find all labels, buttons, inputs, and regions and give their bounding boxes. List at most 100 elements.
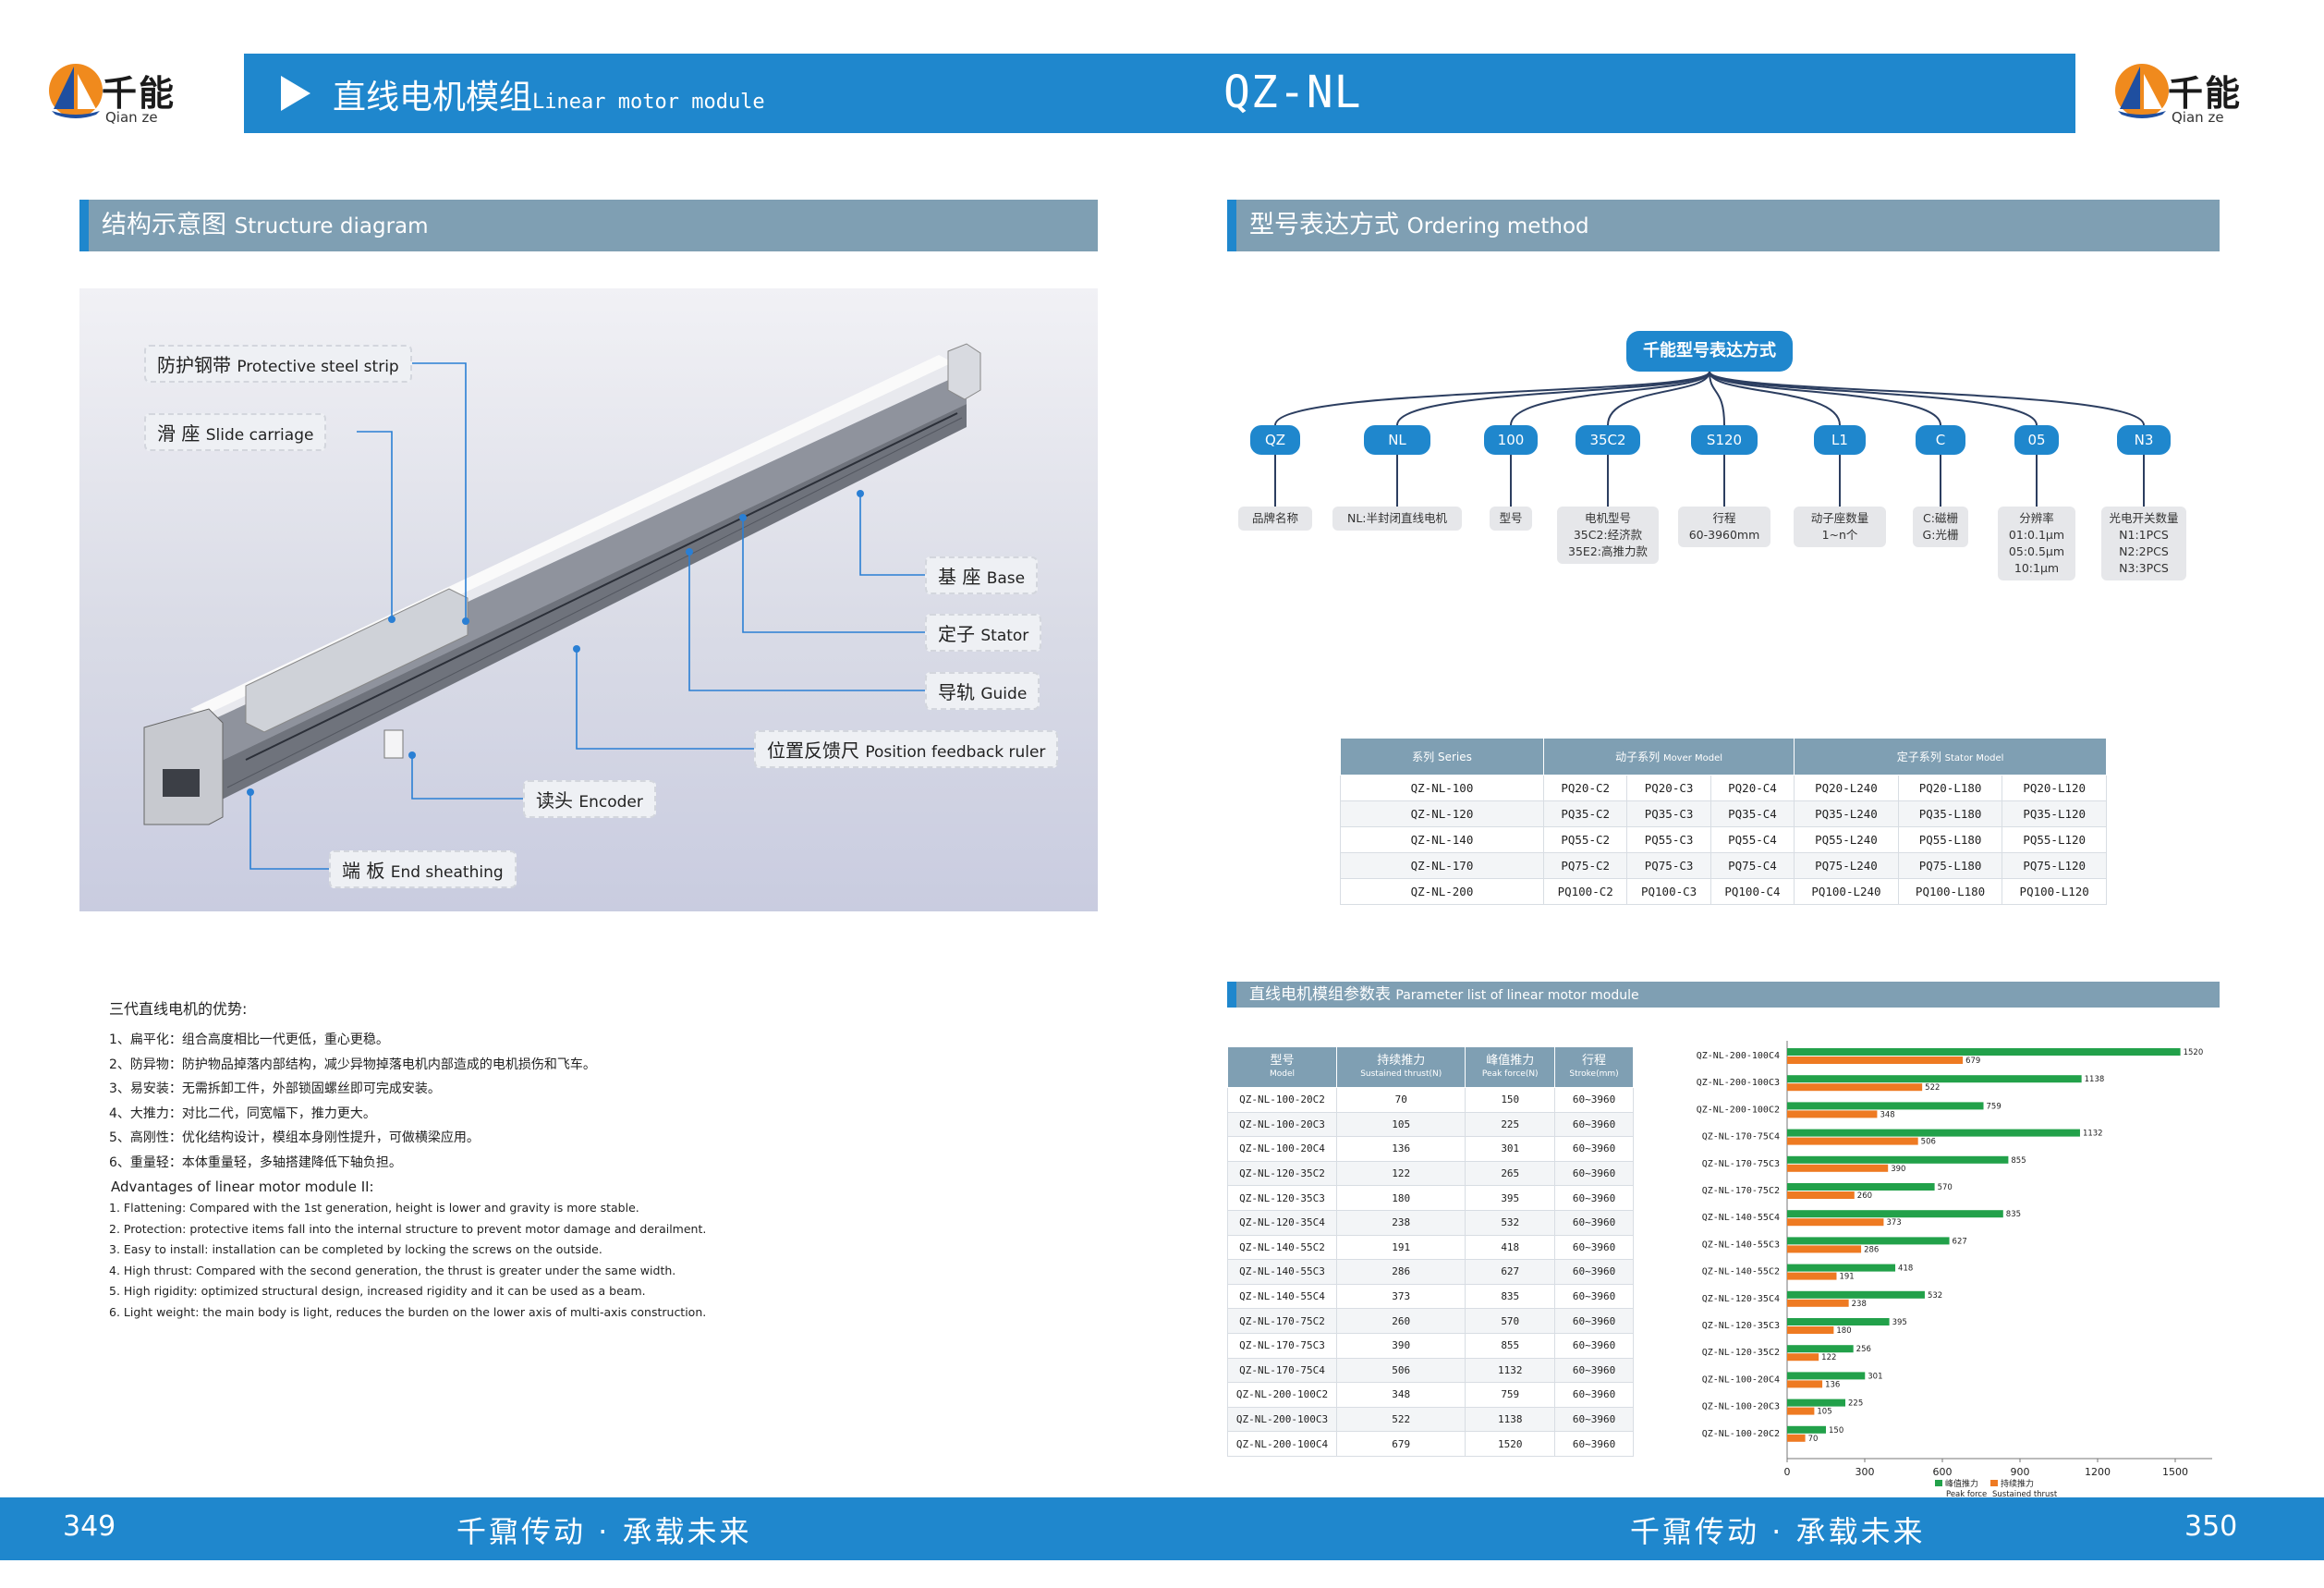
model-cell: PQ55-L180 [1897,826,2003,853]
advantage-item-en: 4. High thrust: Compared with the second… [109,1263,676,1277]
sustained-thrust-bar [1787,1245,1862,1253]
model-cell: PQ55-C2 [1542,826,1628,853]
peak-force-cell: 1520 [1465,1431,1556,1457]
description-line: N2:2PCS [2119,544,2169,558]
model-cell: QZ-NL-140-55C4 [1227,1283,1337,1310]
category-label: QZ-NL-120-35C4 [1702,1294,1780,1304]
ordering-root: 千能型号表达方式 [1626,331,1793,372]
description-line: 1~n个 [1821,528,1858,542]
category-label: QZ-NL-120-35C3 [1702,1321,1780,1331]
ordering-code-pill: S120 [1691,425,1758,455]
model-cell: QZ-NL-120-35C4 [1227,1209,1337,1236]
model-cell: PQ20-C2 [1542,775,1628,801]
callout-guide: 导轨 Guide [925,672,1040,710]
model-cell: PQ35-L180 [1897,800,2003,827]
sustained-thrust-cell: 122 [1335,1160,1466,1187]
peak-force-bar [1787,1264,1896,1272]
peak-force-cell: 301 [1465,1136,1556,1162]
section-marker [1227,982,1236,1008]
title-en: Linear motor module [532,91,765,114]
model-code: QZ-NL [1223,67,1362,118]
description-line: 分辨率 [2019,511,2054,525]
bar-value-label: 180 [1836,1326,1851,1336]
model-cell: QZ-NL-170-75C4 [1227,1357,1337,1384]
linear-module-illustration [143,343,981,870]
category-label: QZ-NL-200-100C3 [1697,1078,1780,1088]
description-line: 01:0.1μm [2008,528,2065,542]
advantage-item-cn: 5、高刚性：优化结构设计，模组本身刚性提升，可做横梁应用。 [109,1130,480,1145]
bar-value-label: 150 [1829,1426,1843,1435]
model-cell: PQ55-C3 [1626,826,1711,853]
model-cell: QZ-NL-200-100C3 [1227,1406,1337,1433]
ordering-code-description: NL:半封闭直线电机 [1332,507,1462,531]
advantage-item-en: 1. Flattening: Compared with the 1st gen… [109,1201,639,1215]
footer-bar: 349 千鼐传动 · 承载未来 千鼐传动 · 承载未来 350 [0,1497,2324,1560]
bar-value-label: 260 [1857,1191,1872,1201]
legend-swatch-sustained [1990,1480,1998,1486]
advantage-item-cn: 6、重量轻：本体重量轻，多轴搭建降低下轴负担。 [109,1154,402,1170]
bar-value-label: 395 [1892,1318,1907,1327]
legend-label-sustained-en: Sustained thrust [1992,1490,2058,1499]
advantages-text: 三代直线电机的优势: 1、扁平化：组合高度相比一代更低，重心更稳。 2、防异物：… [109,996,848,1325]
sustained-thrust-bar [1787,1083,1923,1092]
model-cell: PQ75-L120 [2002,852,2107,879]
model-cell: QZ-NL-100-20C4 [1227,1136,1337,1162]
stroke-cell: 60~3960 [1554,1111,1634,1138]
logo-right: 千能 Qian ze [2114,61,2262,135]
ordering-code-pill: NL [1364,425,1430,455]
page-number-right: 350 [2184,1510,2238,1543]
model-cell: PQ55-C4 [1710,826,1795,853]
sustained-thrust-bar [1787,1218,1884,1227]
section-ordering: 型号表达方式 Ordering method [1227,200,2220,251]
model-cell: PQ100-L180 [1897,878,2003,905]
peak-force-cell: 1132 [1465,1357,1556,1384]
description-line: 60-3960mm [1688,528,1760,542]
model-cell: PQ75-C2 [1542,852,1628,879]
description-line: N1:1PCS [2119,528,2169,542]
stroke-cell: 60~3960 [1554,1382,1634,1408]
bar-value-label: 136 [1825,1380,1840,1389]
ordering-code-pill: 100 [1484,425,1538,455]
bar-value-label: 679 [1965,1057,1980,1066]
peak-force-cell: 1138 [1465,1406,1556,1433]
legend-label-sustained: 持续推力 [2001,1478,2034,1489]
x-tick-label: 0 [1784,1466,1791,1478]
sustained-thrust-bar [1787,1057,1964,1064]
category-label: QZ-NL-140-55C3 [1702,1240,1780,1250]
ordering-code-pill: 35C2 [1576,425,1640,455]
stroke-cell: 60~3960 [1554,1087,1634,1113]
series-model-table: 系列 Series 动子系列 Mover Model 定子系列 Stator M… [1340,738,2107,905]
stroke-cell: 60~3960 [1554,1308,1634,1334]
category-label: QZ-NL-170-75C4 [1702,1132,1780,1142]
sustained-thrust-bar [1787,1434,1806,1442]
col-stator: 定子系列 Stator Model [1794,738,2107,776]
model-cell: PQ35-C3 [1626,800,1711,827]
series-cell: QZ-NL-120 [1340,800,1544,827]
bar-value-label: 627 [1953,1237,1967,1246]
ordering-code-pill: QZ [1250,425,1300,455]
advantage-item-cn: 4、大推力：对比二代，同宽幅下，推力更大。 [109,1105,376,1121]
stroke-cell: 60~3960 [1554,1283,1634,1310]
stroke-cell: 60~3960 [1554,1209,1634,1236]
legend-swatch-peak [1935,1480,1942,1486]
model-cell: PQ55-L240 [1794,826,1899,853]
series-cell: QZ-NL-170 [1340,852,1544,879]
advantage-item-cn: 3、易安装：无需拆卸工件，外部锁固螺丝即可完成安装。 [109,1081,441,1096]
bar-value-label: 301 [1868,1372,1882,1381]
sustained-thrust-cell: 390 [1335,1332,1466,1359]
x-tick-label: 1200 [2085,1466,2111,1478]
stroke-cell: 60~3960 [1554,1234,1634,1261]
bar-value-label: 348 [1880,1110,1894,1119]
x-tick-label: 600 [1933,1466,1953,1478]
section-title: 型号表达方式 Ordering method [1249,211,1589,239]
model-cell: QZ-NL-200-100C4 [1227,1431,1337,1457]
peak-force-cell: 570 [1465,1308,1556,1334]
sustained-thrust-cell: 373 [1335,1283,1466,1310]
sustained-thrust-bar [1787,1353,1819,1362]
sustained-thrust-bar [1787,1380,1823,1388]
